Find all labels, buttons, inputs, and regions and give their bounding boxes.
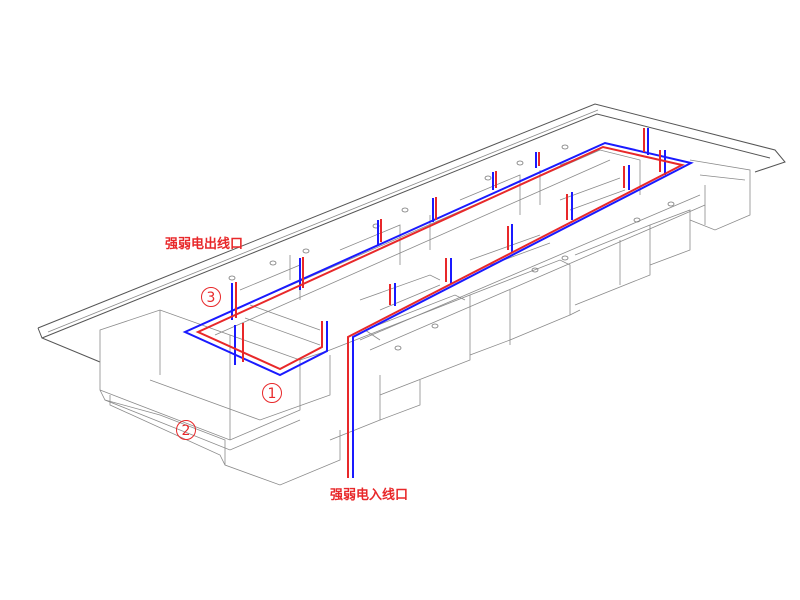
strong-current-line bbox=[195, 128, 685, 478]
weak-current-line bbox=[182, 128, 694, 478]
marker-1: 1 bbox=[262, 383, 282, 403]
compartments bbox=[99, 149, 751, 486]
marker-2: 2 bbox=[176, 420, 196, 440]
outer-rim bbox=[37, 103, 786, 363]
outlet-label: 强弱电出线口 bbox=[165, 237, 244, 252]
inlet-label: 强弱电入线口 bbox=[330, 488, 409, 503]
marker-3: 3 bbox=[201, 287, 221, 307]
mount-holes bbox=[228, 144, 675, 351]
